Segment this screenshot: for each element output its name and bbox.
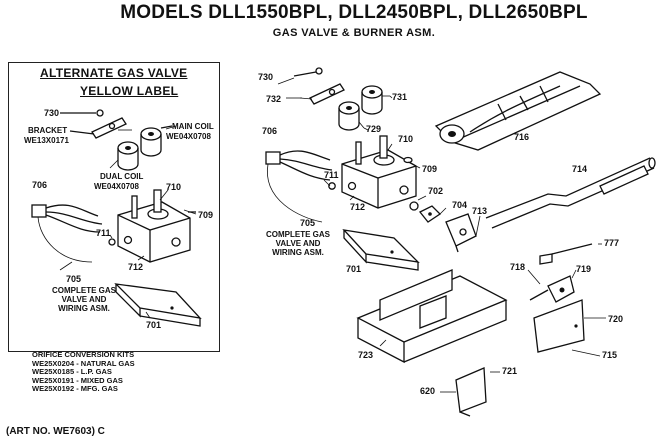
complete-valve-line-3: WIRING ASM. [272,248,324,257]
part-number: 723 [358,350,374,360]
leader-lines-alt [59,125,197,319]
part-number: 729 [366,124,382,134]
burner-716 [434,71,602,151]
coil-729 [338,101,365,131]
complete-valve-line-3: WIRING ASM. [58,304,110,313]
bracket-label: BRACKET [28,126,68,135]
part-number: 730 [44,108,60,118]
part-number: 711 [96,228,111,238]
complete-valve-line-1: COMPLETE GAS [51,286,116,295]
part-number: 711 [324,170,339,180]
part-number: 714 [572,164,588,174]
main-coil-label: MAIN COIL [172,122,214,131]
orifice-kit-line: WE25X0192 - MFG. GAS [32,384,118,393]
screw-730-alt [60,109,104,117]
orifice-kit-line: WE25X0204 - NATURAL GAS [32,358,135,368]
main-coil-part-number: WE04X0708 [166,132,211,141]
wiring-harness-alt [31,204,103,263]
complete-valve-label-alt: COMPLETE GAS VALVE AND WIRING ASM. [34,286,134,313]
page-subtitle: GAS VALVE & BURNER ASM. [272,27,436,39]
part-number: 716 [514,132,530,142]
gas-valve-main [328,135,417,209]
part-number: 732 [266,94,282,104]
part-number: 709 [422,164,438,174]
bracket-732 [299,83,345,105]
part-number: 719 [576,264,592,274]
dual-coil-part-number: WE04X0708 [94,182,139,191]
fitting-711-alt [108,238,116,246]
part-number: 705 [300,218,316,228]
part-number: 777 [604,238,620,248]
part-number: 705 [66,274,82,284]
part-number: 712 [350,202,366,212]
part-number: 701 [346,264,362,274]
igniter-719 [529,275,575,303]
part-number: 720 [608,314,624,324]
leader-lines-main [277,77,602,373]
support-723 [356,269,508,364]
orifice-kit-line: WE25X0185 - L.P. GAS [32,367,112,376]
alternate-valve-box [8,62,220,352]
bracket-part-number: WE13X0171 [24,136,69,145]
part-number: 706 [32,180,48,190]
part-number: 701 [146,320,162,330]
gas-valve-alt [117,189,191,263]
alternate-valve-heading: ALTERNATE GAS VALVE [40,66,188,80]
part-number: 709 [198,210,214,220]
main-coil-alt [140,125,173,157]
orifice-kit-line: WE25X0191 - MIXED GAS [32,375,123,385]
part-number: 710 [166,182,182,192]
bracket-721 [440,367,487,417]
dual-coil-label: DUAL COIL [100,172,144,181]
dual-coil-alt [117,141,139,171]
part-number: 718 [510,262,526,272]
part-number: 731 [392,92,408,102]
part-number: 721 [502,366,518,376]
complete-valve-label: COMPLETE GAS VALVE AND WIRING ASM. [248,230,348,257]
mounting-bracket-701 [342,229,420,271]
screw-777 [539,243,593,265]
plate-720 [533,299,606,353]
wiring-harness-706 [265,150,333,223]
complete-valve-line-1: COMPLETE GAS [265,230,330,239]
complete-valve-line-2: VALVE AND [275,239,321,248]
part-number: 710 [398,134,414,144]
tube-714 [485,157,656,229]
fittings-702-704 [409,201,442,223]
part-number: 713 [472,206,488,216]
orifice-heading: ORIFICE CONVERSION KITS [32,350,135,359]
fitting-709 [403,156,413,164]
part-number: 702 [428,186,444,196]
page-title: MODELS DLL1550BPL, DLL2450BPL, DLL2650BP… [120,2,588,23]
orifice-holder-713 [445,213,477,253]
part-number: 715 [602,350,618,360]
coil-731 [361,85,390,115]
part-number: 730 [258,72,274,82]
part-number: 712 [128,262,144,272]
mounting-bracket-701-alt [114,283,202,327]
part-number: 620 [420,386,436,396]
complete-valve-line-2: VALVE AND [61,295,107,304]
orifice-conversion-kits: ORIFICE CONVERSION KITS WE25X0204 - NATU… [32,350,135,394]
bracket-alt [69,117,127,139]
art-number: (ART NO. WE7603) C [6,426,105,437]
alternate-valve-subheading: YELLOW LABEL [80,84,179,98]
screw-730 [293,67,323,77]
part-number: 706 [262,126,278,136]
part-number: 704 [452,200,468,210]
